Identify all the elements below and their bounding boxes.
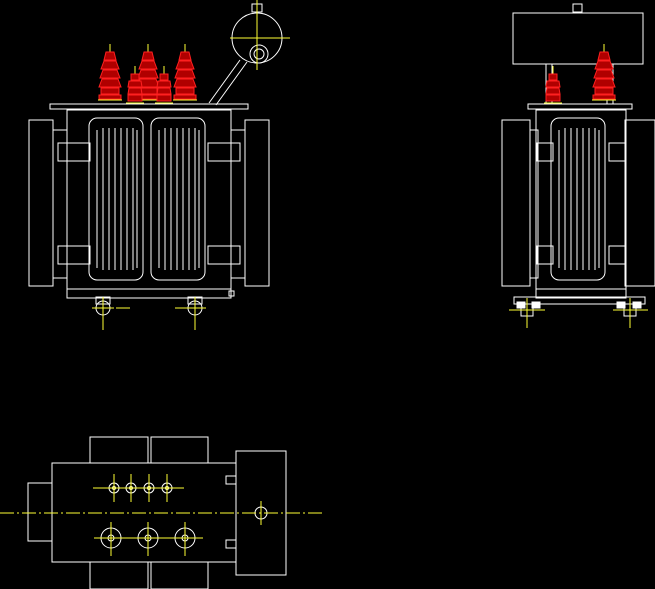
side-radiator-right bbox=[244, 119, 270, 287]
hv-bushing-front-1 bbox=[97, 43, 123, 101]
main-tank bbox=[66, 109, 232, 299]
top-view bbox=[0, 436, 325, 589]
lv-bushing-top-row bbox=[93, 474, 184, 502]
side-radiator-left bbox=[28, 119, 54, 287]
lv-bushing-side bbox=[543, 65, 563, 104]
main-tank-side bbox=[535, 109, 627, 299]
hv-bushing-top-row bbox=[94, 522, 203, 556]
base-rail-side bbox=[513, 296, 646, 305]
hv-bushing-front-3 bbox=[172, 43, 198, 101]
wheel-front-left bbox=[91, 296, 115, 331]
conservator-side bbox=[512, 12, 644, 65]
side-view bbox=[501, 3, 655, 328]
wheel-front-right bbox=[183, 296, 207, 331]
hv-bushing-side bbox=[591, 43, 617, 101]
tank-cover bbox=[49, 103, 249, 110]
front-view bbox=[28, 0, 290, 331]
lv-bushing-front-2 bbox=[154, 65, 174, 104]
conservator-tank bbox=[208, 0, 290, 106]
